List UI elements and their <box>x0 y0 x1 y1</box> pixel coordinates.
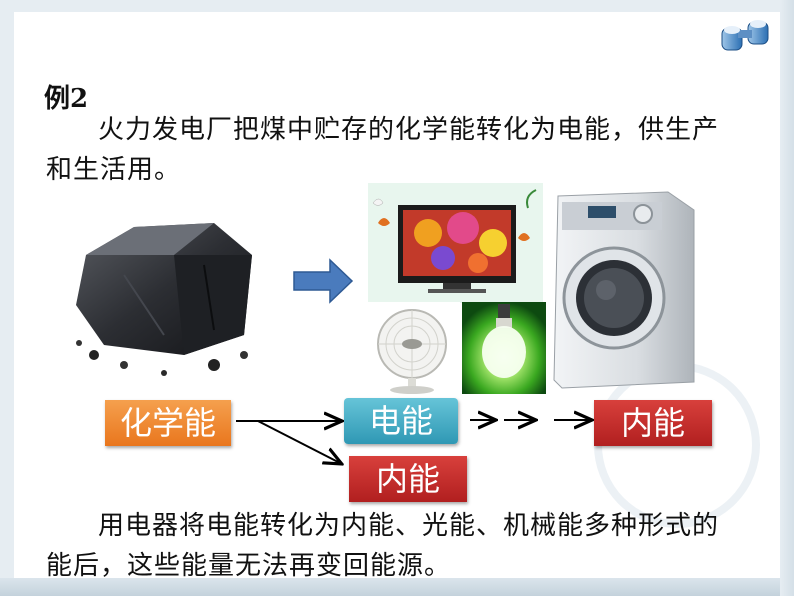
example-heading: 例2 <box>44 84 89 114</box>
internal-energy-box: 内能 <box>594 400 712 446</box>
slide-frame-bottom <box>0 578 794 596</box>
paragraph-intro: 火力发电厂把煤中贮存的化学能转化为电能，供生产和生活用。 <box>46 115 720 185</box>
slide-frame-right <box>780 0 794 596</box>
washing-machine-image <box>553 191 695 389</box>
electric-fan-image <box>364 302 460 394</box>
light-bulb-image <box>462 302 546 394</box>
big-arrow-icon <box>293 258 354 304</box>
binoculars-icon[interactable] <box>718 14 774 54</box>
television-image <box>368 183 543 303</box>
internal-energy-box-lower: 内能 <box>349 456 467 502</box>
electric-energy-box: 电能 <box>344 398 458 444</box>
chemical-energy-box: 化学能 <box>105 400 231 446</box>
coal-image <box>76 223 252 376</box>
paragraph-conclusion: 用电器将电能转化为内能、光能、机械能多种形式的能后，这些能量无法再变回能源。 <box>46 511 720 581</box>
